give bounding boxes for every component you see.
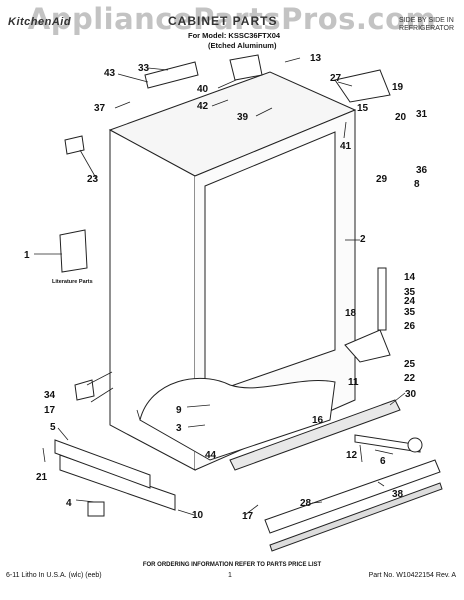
callout-16: 16: [312, 415, 324, 426]
callout-17a: 17: [44, 405, 56, 416]
callout-36: 36: [416, 165, 428, 176]
product-type: SIDE BY SIDE IN REFRIGERATOR: [399, 17, 454, 33]
callout-14: 14: [404, 272, 416, 283]
callout-40: 40: [197, 84, 209, 95]
callout-13: 13: [310, 53, 322, 64]
door-closure-bracket: [344, 329, 391, 363]
callout-42: 42: [197, 101, 209, 112]
cabinet-opening: [204, 131, 336, 396]
callout-30: 30: [405, 389, 417, 400]
roller-wheel: [407, 437, 423, 453]
callout-38: 38: [392, 489, 404, 500]
watermark: AppliancePartsPros.com: [27, 2, 437, 36]
callout-33: 33: [138, 63, 150, 74]
callout-24: 24: [404, 296, 416, 307]
callout-19: 19: [392, 82, 404, 93]
callout-3: 3: [176, 423, 182, 434]
callout-21: 21: [36, 472, 48, 483]
callout-6: 6: [380, 456, 386, 467]
callout-18: 18: [345, 308, 357, 319]
clip-part: [64, 135, 85, 155]
callout-23: 23: [87, 174, 99, 185]
literature-parts-label: Literature Parts: [52, 279, 93, 285]
callout-5: 5: [50, 422, 56, 433]
finish-subtitle: (Etched Aluminum): [208, 41, 277, 50]
brand-name: KitchenAid: [8, 16, 72, 28]
litho-info: 6-11 Litho In U.S.A. (wlc) (eeb): [6, 572, 102, 579]
leveling-leg: [87, 501, 105, 517]
toe-grille-strip: [269, 482, 443, 552]
callout-4: 4: [66, 498, 72, 509]
left-base-bracket: [54, 439, 151, 489]
literature-booklet: [59, 229, 88, 273]
top-hinge: [334, 69, 391, 103]
callout-20: 20: [395, 112, 407, 123]
callout-35b: 35: [404, 307, 416, 318]
bottom-shield: [139, 378, 336, 461]
callout-9: 9: [176, 405, 182, 416]
callout-39: 39: [237, 112, 249, 123]
callout-10: 10: [192, 510, 204, 521]
product-type-line2: REFRIGERATOR: [399, 25, 454, 32]
callout-35a: 35: [404, 287, 416, 298]
callout-44: 44: [205, 450, 217, 461]
product-type-line1: SIDE BY SIDE IN: [399, 17, 454, 24]
callout-17b: 17: [242, 511, 254, 522]
callout-11: 11: [348, 377, 359, 388]
callout-28: 28: [300, 498, 312, 509]
toe-grille: [264, 459, 441, 534]
callout-26: 26: [404, 321, 416, 332]
hinge-pin-stack: [377, 267, 387, 331]
callout-29: 29: [376, 174, 388, 185]
callout-25: 25: [404, 359, 416, 370]
callout-15: 15: [357, 103, 369, 114]
kick-grille: [229, 399, 401, 471]
callout-31: 31: [416, 109, 428, 120]
callout-8: 8: [414, 179, 420, 190]
roller-axle: [354, 434, 421, 453]
ordering-note: FOR ORDERING INFORMATION REFER TO PARTS …: [142, 562, 322, 568]
callout-12: 12: [346, 450, 358, 461]
callout-22: 22: [404, 373, 416, 384]
callout-43: 43: [104, 68, 116, 79]
bracket-part: [74, 379, 95, 401]
document-part-number: Part No. W10422154 Rev. A: [368, 572, 456, 579]
callout-37: 37: [94, 103, 106, 114]
page-title: CABINET PARTS: [168, 14, 278, 28]
callout-27: 27: [330, 73, 342, 84]
top-left-bracket: [144, 61, 199, 89]
model-number: For Model: KSSC36FTX04: [188, 31, 281, 40]
callout-2: 2: [360, 234, 366, 245]
callout-1: 1: [24, 250, 30, 261]
callout-41: 41: [340, 141, 352, 152]
callout-34: 34: [44, 390, 56, 401]
top-cover: [229, 54, 263, 81]
page-number: 1: [228, 572, 232, 579]
